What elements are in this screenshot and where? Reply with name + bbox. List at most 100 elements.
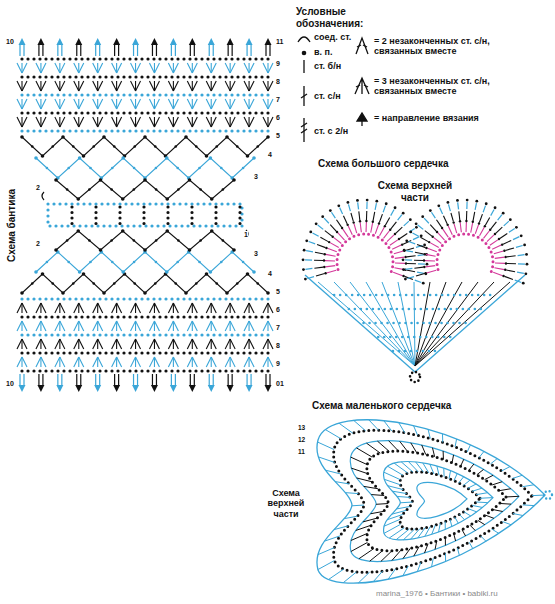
chain-dot — [182, 369, 185, 372]
chain-dot — [104, 129, 107, 132]
stitch-line — [452, 455, 454, 463]
chain-dot — [394, 206, 397, 209]
chain-dot — [218, 129, 221, 132]
chain-dot — [248, 297, 251, 300]
legend-text: соед. ст. — [314, 32, 351, 42]
stitch-line — [455, 439, 457, 447]
chain-dot — [134, 297, 137, 300]
chain-dot — [38, 57, 41, 60]
stitch-line — [93, 99, 98, 109]
stitch-line — [22, 81, 27, 91]
chain-dot — [452, 221, 454, 223]
stitch-line — [318, 561, 335, 570]
chain-dot — [140, 351, 143, 354]
chain-dot — [86, 333, 89, 336]
stitch-line — [173, 117, 178, 127]
stitch-line — [117, 99, 122, 109]
stitch-line — [93, 303, 98, 313]
chain-dot — [224, 129, 227, 132]
chain-dot — [260, 297, 263, 300]
stitch-line — [502, 467, 510, 471]
stitch-line — [397, 507, 410, 509]
stitch-line — [485, 475, 493, 479]
chain-dot — [366, 199, 369, 202]
chain-dot — [206, 75, 209, 78]
stitch-line — [232, 374, 233, 386]
chain-dot — [212, 351, 215, 354]
stitch-line — [415, 252, 424, 254]
chain-dot — [236, 111, 239, 114]
chain-dot — [224, 369, 227, 372]
stitch-line — [244, 81, 249, 91]
chain-dot — [365, 220, 367, 222]
stitch-line — [79, 357, 84, 367]
stitch-line — [443, 468, 444, 477]
chain-dot — [305, 239, 308, 242]
chain-dot — [68, 93, 71, 96]
chain-dot — [32, 75, 35, 78]
stitch-line — [405, 259, 412, 260]
stitch-tip — [227, 385, 234, 392]
chain-dot — [260, 129, 263, 132]
chain-dot — [110, 129, 113, 132]
stitch-line — [154, 117, 159, 127]
chain-dot — [404, 278, 407, 281]
chain-dot — [230, 111, 233, 114]
stitch-line — [187, 117, 192, 127]
chain-dot — [188, 351, 191, 354]
stitch-line — [249, 321, 254, 331]
chain-symbol — [302, 51, 307, 56]
stitch-line — [375, 203, 376, 210]
chain-dot — [426, 263, 429, 266]
stitch-line — [60, 99, 65, 109]
chain-dot — [152, 75, 155, 78]
chain-dot — [328, 241, 330, 243]
stitch-line — [17, 339, 22, 349]
stitch-line — [464, 512, 471, 516]
chain-dot — [224, 297, 227, 300]
stitch-line — [154, 303, 159, 313]
stitch-line — [190, 44, 191, 56]
heart-ring — [334, 430, 532, 572]
stitch-line — [249, 117, 254, 127]
chain-dot — [302, 258, 305, 261]
stitch-line — [263, 303, 268, 313]
stitch-line — [351, 468, 367, 474]
chain-dot — [20, 315, 23, 318]
stitch-line — [513, 514, 523, 516]
chain-dot — [68, 351, 71, 354]
chain-dot — [218, 93, 221, 96]
chain-dot — [164, 129, 167, 132]
small-heart-chart — [317, 420, 552, 583]
chain-dot — [32, 297, 35, 300]
stitch-line — [23, 44, 24, 56]
stitch-line — [430, 225, 436, 232]
stitch-line — [225, 63, 230, 73]
stitch-line — [225, 99, 230, 109]
chain-dot — [104, 93, 107, 96]
stitch-line — [74, 321, 79, 331]
stitch-line — [391, 222, 397, 229]
chain-dot — [359, 220, 361, 222]
stitch-line — [417, 562, 421, 571]
chain-dot — [170, 351, 173, 354]
chain-dot — [242, 351, 245, 354]
stitch-line — [131, 81, 136, 91]
chain-dot — [404, 256, 406, 258]
chain-dot — [188, 111, 191, 114]
stitch-line — [117, 339, 122, 349]
stitch-line — [187, 81, 192, 91]
stitch-line — [509, 228, 515, 232]
chain-dot — [104, 351, 107, 354]
stitch-line — [60, 303, 65, 313]
chain-dot — [236, 75, 239, 78]
chain-dot — [266, 315, 269, 318]
chain-dot — [176, 369, 179, 372]
stitch-line — [465, 222, 466, 232]
stitch-line — [213, 374, 214, 386]
chain-dot — [44, 369, 47, 372]
stitch-line — [230, 63, 235, 73]
stitch-line — [351, 542, 368, 551]
stitch-line — [360, 222, 361, 232]
stitch-line — [348, 204, 350, 211]
